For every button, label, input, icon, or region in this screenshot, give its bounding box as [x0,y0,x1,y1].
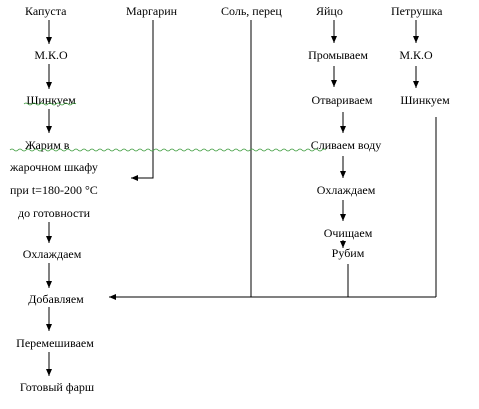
egg-step-boil: Отвариваем [311,93,373,107]
egg-step-chop: Рубим [331,246,365,260]
cabbage-step-shred: Шинкуем [26,93,76,107]
cabbage-step-fry-line4: до готовности [18,206,91,220]
step-mix: Перемешиваем [16,336,94,350]
cabbage-step-fry-line1: Жарим в [25,138,70,152]
step-add: Добавляем [28,292,84,306]
egg-step-drain: Сливаем воду [310,138,382,152]
arrow-margarine-to-fry [131,20,154,181]
parsley-step-mko: М.К.О [399,48,433,62]
parsley-step-shred: Шинкуем [400,93,450,107]
header-parsley: Петрушка [391,4,443,18]
header-egg: Яйцо [316,4,343,18]
header-cabbage: Капуста [25,4,67,18]
wavy-underline [9,148,327,152]
header-margarine: Маргарин [126,4,178,18]
egg-step-cool: Охлаждаем [316,183,376,197]
cabbage-step-cool: Охлаждаем [22,247,82,261]
step-ready-filling: Готовый фарш [19,380,95,394]
egg-step-peel: Очищаем [323,226,373,240]
cabbage-step-fry-line3: при t=180-200 °С [10,183,98,197]
egg-step-wash: Промываем [308,48,368,62]
cabbage-step-mko: М.К.О [34,48,68,62]
header-salt-pepper: Соль, перец [221,4,282,18]
cabbage-step-fry-line2: жарочном шкафу [10,160,98,174]
wavy-underline-2 [23,102,77,106]
